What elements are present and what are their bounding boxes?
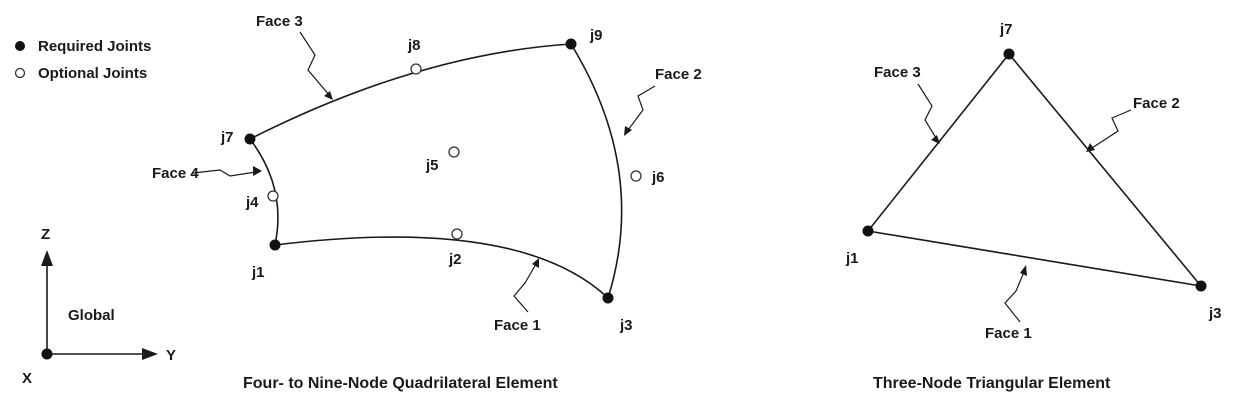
quad-face-2-label: Face 2 (655, 66, 702, 83)
quad-face-3-arrow (324, 91, 333, 100)
quad-label-j2: j2 (448, 251, 462, 268)
quad-joint-j9 (565, 38, 577, 50)
legend: Required Joints Optional Joints (14, 38, 151, 82)
tri-label-j3: j3 (1208, 305, 1222, 322)
tri-face-2-arrow (1086, 143, 1095, 152)
legend-optional-label: Optional Joints (38, 65, 147, 82)
tri-face-1-edge (867, 230, 1202, 287)
quad-joint-j1 (269, 239, 281, 251)
origin-marker (41, 348, 53, 360)
tri-face-3-label: Face 3 (874, 64, 921, 81)
quad-face-3-edge (249, 43, 572, 140)
quad-face-1-leader (513, 263, 537, 313)
tri-face-3-leader (917, 83, 937, 139)
quad-face-1-label: Face 1 (494, 317, 541, 334)
quad-joint-j5 (448, 146, 460, 158)
tri-joint-j7 (1003, 48, 1015, 60)
global-axes-label: Global (68, 307, 115, 324)
quad-joint-j6 (630, 170, 642, 182)
quad-joint-j4 (267, 190, 279, 202)
tri-face-1-arrow (1020, 265, 1027, 276)
y-axis-label: Y (166, 347, 176, 364)
tri-face-2-edge (1008, 53, 1202, 287)
required-joint-legend-marker (15, 41, 25, 51)
quad-label-j5: j5 (425, 157, 439, 174)
tri-label-j7: j7 (999, 21, 1013, 38)
quad-face-2-arrow (624, 126, 632, 136)
z-axis-label: Z (41, 226, 50, 243)
quad-label-j3: j3 (619, 317, 633, 334)
quad-joint-j3 (602, 292, 614, 304)
x-axis-label: X (22, 370, 32, 387)
quad-joint-j7 (244, 133, 256, 145)
quad-face-2-edge (570, 43, 623, 299)
quad-label-j6: j6 (651, 169, 665, 186)
tri-face-3-arrow (931, 135, 940, 144)
quad-caption: Four- to Nine-Node Quadrilateral Element (243, 375, 558, 392)
quad-label-j1: j1 (251, 264, 265, 281)
tri-face-2-label: Face 2 (1133, 95, 1180, 112)
tri-joint-j1 (862, 225, 874, 237)
legend-required-label: Required Joints (38, 38, 151, 55)
tri-face-2-leader (1091, 109, 1132, 149)
global-axes: Z Y X Global (22, 226, 176, 387)
quad-face-4-label: Face 4 (152, 165, 199, 182)
quad-label-j9: j9 (589, 27, 603, 44)
tri-face-1-leader (1004, 271, 1025, 323)
quad-element: j1 j2 j3 j4 j5 j6 j7 j8 j9 Face 3 Face 2… (152, 13, 702, 392)
quad-face-4-leader (192, 169, 257, 177)
quad-face-4-arrow (253, 166, 262, 176)
z-axis-arrow (41, 250, 53, 266)
optional-joint-legend-marker (14, 67, 26, 79)
tri-face-1-label: Face 1 (985, 325, 1032, 342)
quad-face-1-arrow (532, 258, 539, 268)
quad-face-3-label: Face 3 (256, 13, 303, 30)
y-axis-arrow (142, 348, 158, 360)
quad-face-3-leader (299, 31, 331, 97)
quad-label-j4: j4 (245, 194, 259, 211)
quad-label-j8: j8 (407, 37, 421, 54)
quad-face-4-edge (249, 138, 279, 246)
quad-label-j7: j7 (220, 129, 234, 146)
quad-face-1-edge (274, 236, 609, 299)
tri-label-j1: j1 (845, 250, 859, 267)
quad-joint-j2 (451, 228, 463, 240)
quad-face-2-leader (627, 85, 656, 131)
tri-caption: Three-Node Triangular Element (873, 375, 1111, 392)
quad-joint-j8 (410, 63, 422, 75)
tri-element: j1 j3 j7 Face 3 Face 2 Face 1 Three-Node… (845, 21, 1222, 392)
tri-joint-j3 (1195, 280, 1207, 292)
